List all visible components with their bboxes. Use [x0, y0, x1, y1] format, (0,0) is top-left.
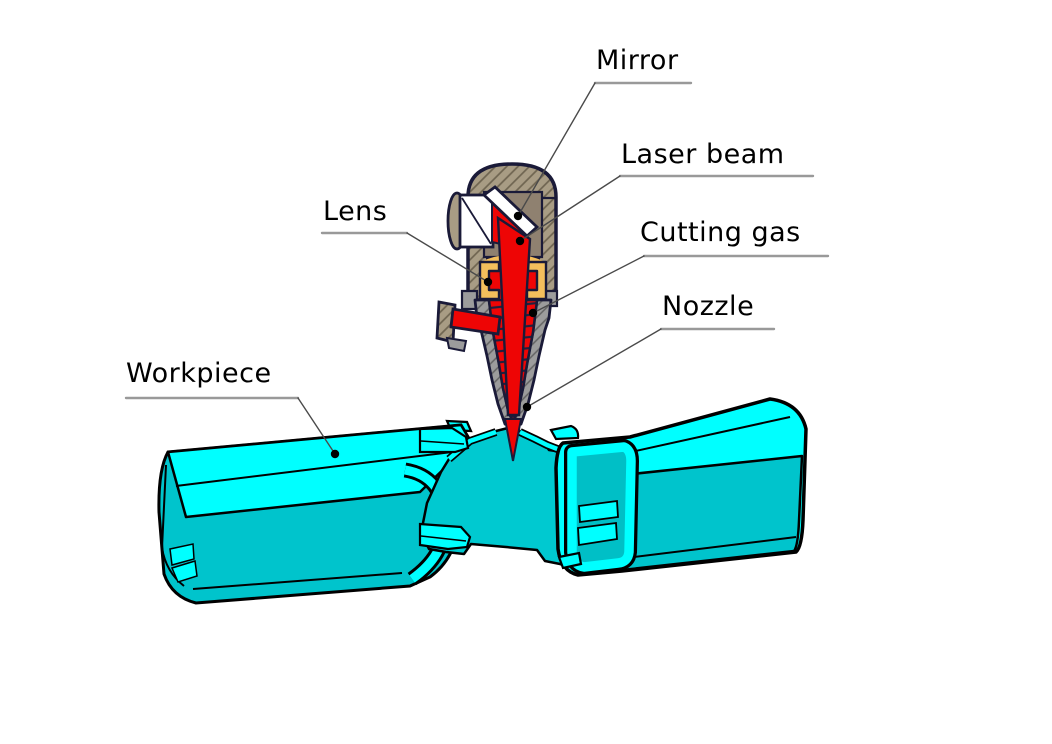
- label-nozzle: Nozzle: [662, 291, 755, 322]
- laser-beam-focused: [503, 418, 523, 462]
- workpiece: [157, 397, 808, 605]
- workpiece-right-section: [549, 397, 808, 577]
- leader-dot-nozzle: [522, 402, 532, 412]
- workpiece-cut-tab-top: [418, 426, 470, 454]
- leader-dot-cutting-gas: [528, 308, 538, 318]
- gas-inlet-tube: [435, 300, 502, 353]
- workpiece-bottom-chamfer-line: [192, 572, 403, 590]
- leader-lens: [320, 231, 493, 287]
- label-mirror: Mirror: [596, 45, 679, 76]
- workpiece-right-ear-top: [549, 424, 580, 441]
- workpiece-cut-tab-bottom: [418, 522, 472, 551]
- leader-lines: [124, 81, 830, 459]
- workpiece-cross-section-ring: [564, 439, 639, 575]
- gas-inlet-pipe: [449, 307, 502, 336]
- workpiece-left-end-opening: [160, 464, 198, 587]
- leader-mirror: [513, 81, 693, 221]
- entry-window-diagonal: [461, 197, 492, 245]
- laser-cutting-head: [435, 162, 559, 462]
- leader-workpiece: [124, 396, 340, 459]
- label-lens: Lens: [323, 196, 388, 227]
- leader-cutting-gas: [528, 254, 830, 318]
- mirror: [481, 185, 540, 238]
- workpiece-right-top-fold: [630, 416, 791, 453]
- leader-dot-mirror: [513, 211, 523, 221]
- leader-dot-workpiece: [330, 449, 340, 459]
- gas-inlet-collar: [445, 336, 468, 353]
- label-laser-beam: Laser beam: [621, 139, 785, 170]
- leader-dot-lens: [483, 277, 493, 287]
- lens-mount-left: [478, 260, 501, 301]
- laser-beam-vertical: [496, 215, 532, 417]
- leader-dot-laser-beam: [515, 236, 525, 246]
- cut-edge-band-left: [446, 428, 498, 463]
- label-cutting-gas: Cutting gas: [640, 217, 801, 248]
- cut-edge-band-right: [518, 428, 562, 454]
- label-workpiece: Workpiece: [126, 358, 272, 389]
- workpiece-right-front-face: [620, 454, 804, 572]
- workpiece-right-ear-bottom: [557, 551, 583, 570]
- workpiece-right-bottom-chamfer: [625, 536, 797, 559]
- workpiece-cut-surface: [418, 426, 594, 573]
- workpiece-left-section: [157, 419, 477, 605]
- leader-laser-beam: [515, 174, 815, 246]
- workpiece-top-fold-line: [175, 451, 453, 487]
- leader-nozzle: [522, 327, 776, 412]
